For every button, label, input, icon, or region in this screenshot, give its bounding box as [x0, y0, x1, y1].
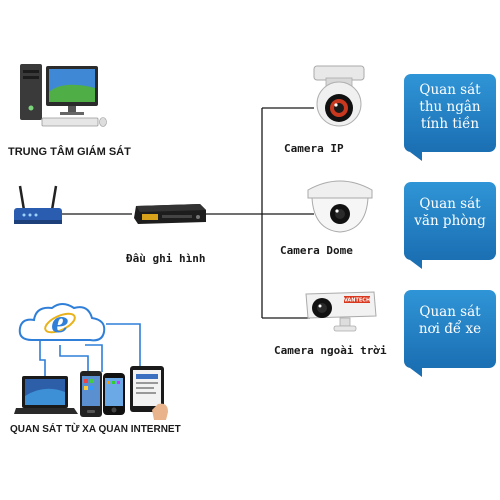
cloud-tablet-line — [106, 323, 141, 368]
bubble-text: tính tiền — [420, 116, 480, 132]
bubble-tail — [410, 152, 422, 161]
bubble-dome-camera: Quan sát văn phòng — [404, 182, 496, 260]
bubble-outdoor-camera: Quan sát nơi để xe — [404, 290, 496, 368]
bubble-text: Quan sát — [419, 196, 481, 212]
camera-outdoor-label: Camera ngoài trời — [274, 344, 387, 357]
camera-brand-text: VANTECH — [344, 298, 370, 304]
dvr-recorder-icon — [134, 204, 206, 224]
recorder-label: Đầu ghi hình — [126, 252, 206, 265]
remote-monitoring-label: QUAN SÁT TỪ XA QUAN INTERNET — [10, 424, 181, 435]
monitoring-center-label: TRUNG TÂM GIÁM SÁT — [8, 146, 131, 158]
bubble-tail — [410, 368, 422, 377]
wifi-router-icon — [14, 185, 62, 224]
bubble-text: nơi để xe — [418, 321, 482, 337]
ip-camera-icon — [313, 65, 365, 127]
dome-camera-icon — [307, 180, 373, 233]
bubble-text: Quan sát — [419, 82, 481, 98]
ie-logo-icon: e — [44, 306, 76, 339]
cloud-laptop-line — [39, 340, 46, 378]
svg-text:e: e — [51, 306, 69, 339]
smartphone-icon — [103, 373, 125, 415]
cloud-phone1-line — [59, 345, 89, 372]
bubble-text: Quan sát — [419, 304, 481, 320]
cloud-icon — [18, 303, 106, 342]
desktop-computer-icon — [20, 64, 107, 127]
tablet-icon — [130, 366, 168, 420]
bubble-tail — [410, 260, 422, 269]
camera-dome-label: Camera Dome — [280, 244, 353, 257]
bubble-ip-camera: Quan sát thu ngân tính tiền — [404, 74, 496, 152]
bubble-text: thu ngân — [419, 99, 481, 115]
bullet-camera-icon: VANTECH — [305, 291, 377, 332]
bubble-text: văn phòng — [414, 213, 486, 229]
smartphone-icon — [80, 371, 102, 417]
camera-ip-label: Camera IP — [284, 142, 344, 155]
laptop-icon — [14, 376, 78, 414]
cloud-phone2-line — [85, 344, 103, 372]
